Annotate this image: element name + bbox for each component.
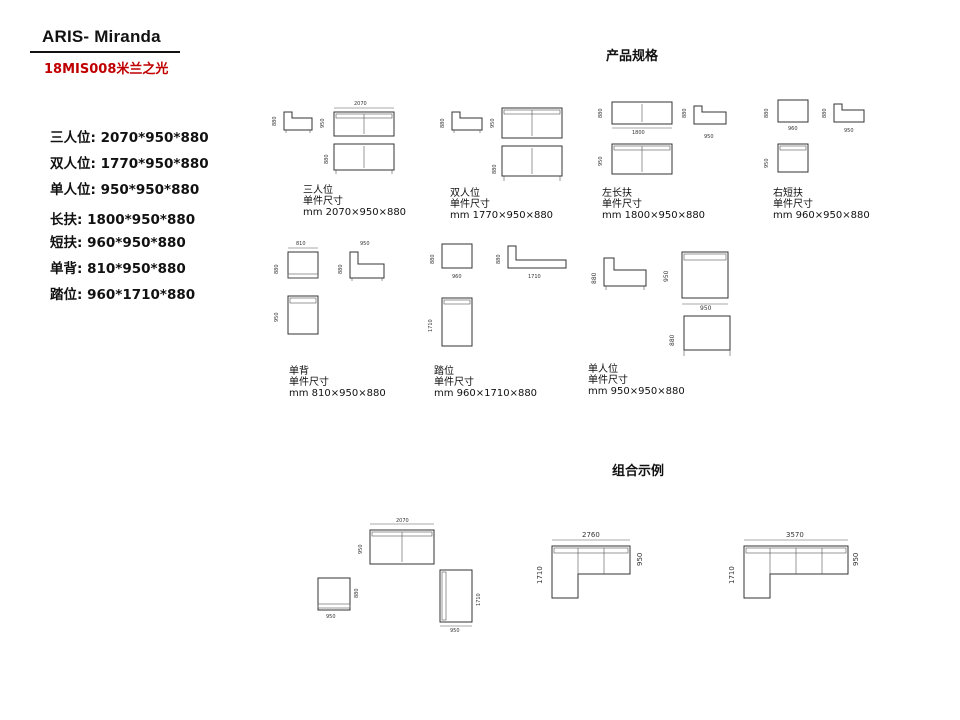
dim-text: 2070 [396,518,409,524]
dim-text: 3570 [786,531,804,539]
dim-text: 1710 [476,593,482,606]
dim-text: 880 [822,108,828,118]
caption-single-seat: 单人位 单件尺寸 mm 950×950×880 [588,364,685,397]
single-back-drawing: 810 880 950 880 950 [274,241,385,335]
title-underline [30,51,180,53]
caption-size: mm 2070×950×880 [303,207,407,218]
dim-text: 880 [591,272,598,284]
dim-text: 2760 [582,531,600,539]
spec-single-back: 单背: 810*950*880 [50,261,186,277]
brand-title: ARIS- Miranda [42,27,161,46]
caption-name: 单人位 [588,364,618,375]
dim-text: 880 [274,264,280,274]
combo-3-drawing: 3570 950 1710 [728,531,860,599]
three-seat-drawing: 880 950 2070 880 [272,101,395,174]
dim-text: 880 [764,108,770,118]
spec-one-seat: 单人位: 950*950*880 [50,182,200,198]
dim-text: 880 [598,108,604,118]
caption-name: 三人位 [303,185,333,196]
dim-text: 950 [598,156,604,166]
section-title-specs: 产品规格 [606,49,659,64]
dim-text: 950 [700,305,712,312]
dim-text: 1710 [428,319,434,332]
caption-unit: 单件尺寸 [588,375,628,386]
caption-size: mm 1800×950×880 [602,210,706,221]
caption-single-back: 单背 单件尺寸 mm 810×950×880 [289,366,386,399]
dim-text: 950 [490,118,496,128]
caption-three-seat: 三人位 单件尺寸 mm 2070×950×880 [303,185,406,218]
caption-name: 双人位 [450,188,480,199]
caption-name: 左长扶 [602,188,632,199]
combo-1-drawing: 2070 950 [358,518,435,565]
dim-text: 950 [274,312,280,322]
caption-size: mm 960×950×880 [773,210,870,221]
dim-text: 880 [496,254,502,264]
caption-name: 右短扶 [773,188,803,199]
dim-text: 880 [669,334,676,346]
dim-text: 950 [450,628,460,634]
right-short-arm-drawing: 880 960 880 950 950 [764,99,865,173]
dim-text: 880 [324,154,330,164]
single-seat-drawing: 880 950 950 880 [591,251,731,356]
caption-unit: 单件尺寸 [450,199,490,210]
dim-text: 950 [663,270,670,282]
caption-name: 单背 [289,366,309,377]
dim-text: 880 [440,118,446,128]
dim-text: 1710 [536,566,544,584]
caption-unit: 单件尺寸 [434,377,474,388]
dim-text: 950 [844,128,854,134]
caption-right-short-arm: 右短扶 单件尺寸 mm 960×950×880 [773,188,870,221]
dim-text: 950 [852,553,860,566]
combo-1-single-back: 880 950 [317,577,360,620]
dim-text: 880 [338,264,344,274]
dim-text: 880 [354,588,360,598]
spec-two-seat: 双人位: 1770*950*880 [50,156,209,172]
dim-text: 950 [636,553,644,566]
dim-text: 810 [296,241,306,247]
dim-text: 950 [326,614,336,620]
spec-ottoman: 踏位: 960*1710*880 [50,287,196,303]
dim-text: 880 [430,254,436,264]
dim-text: 950 [320,118,326,128]
dim-text: 1800 [632,130,645,136]
caption-size: mm 960×1710×880 [434,388,538,399]
dim-text: 880 [272,116,278,126]
caption-ottoman: 踏位 单件尺寸 mm 960×1710×880 [434,366,537,399]
ottoman-drawing: 880 960 880 1710 1710 [428,243,567,347]
dim-text: 2070 [354,101,367,107]
dim-text: 960 [788,126,798,132]
dim-text: 1710 [528,274,541,280]
dim-text: 880 [682,108,688,118]
dim-text: 950 [704,134,714,140]
caption-name: 踏位 [434,366,454,377]
combo-2-drawing: 2760 950 1710 [536,531,644,599]
dim-text: 1710 [728,566,736,584]
dim-text: 950 [764,158,770,168]
section-title-combos: 组合示例 [612,464,665,479]
caption-unit: 单件尺寸 [602,199,642,210]
caption-size: mm 950×950×880 [588,386,685,397]
dim-text: 880 [492,164,498,174]
dim-text: 960 [452,274,462,280]
caption-unit: 单件尺寸 [303,196,343,207]
dim-text: 950 [358,544,364,554]
product-subtitle: 18MIS008米兰之光 [44,62,169,77]
caption-unit: 单件尺寸 [289,377,329,388]
spec-short-arm: 短扶: 960*950*880 [50,235,186,251]
caption-size: mm 810×950×880 [289,388,386,399]
spec-three-seat: 三人位: 2070*950*880 [50,130,209,146]
caption-unit: 单件尺寸 [773,199,813,210]
combo-1-ottoman: 1710 950 [439,569,482,634]
left-long-arm-drawing: 880 1800 880 950 950 [598,101,727,175]
two-seat-drawing: 880 950 880 [440,107,563,181]
caption-size: mm 1770×950×880 [450,210,554,221]
dim-text: 950 [360,241,370,247]
caption-two-seat: 双人位 单件尺寸 mm 1770×950×880 [450,188,553,221]
spec-long-arm: 长扶: 1800*950*880 [50,212,196,228]
caption-left-long-arm: 左长扶 单件尺寸 mm 1800×950×880 [602,188,705,221]
